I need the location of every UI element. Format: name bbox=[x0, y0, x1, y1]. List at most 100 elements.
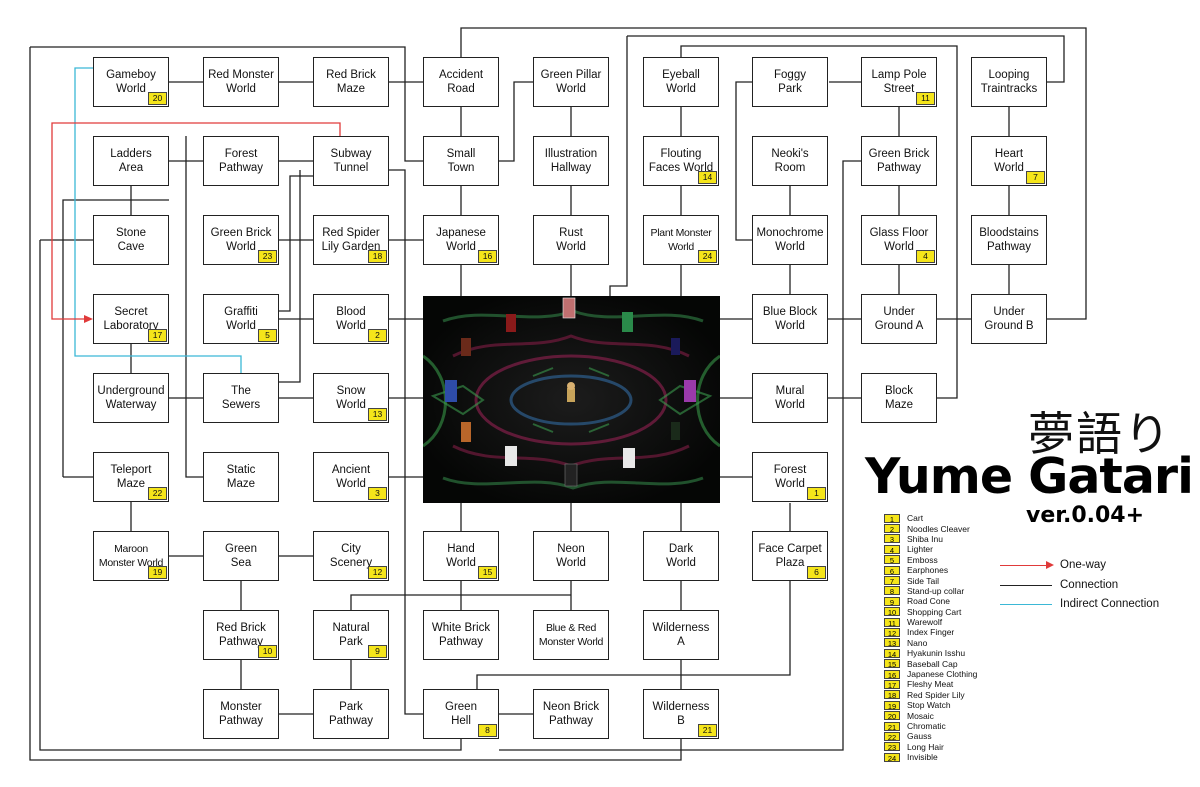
world-label: Stone Cave bbox=[115, 227, 147, 253]
effect-number: 16 bbox=[884, 669, 900, 680]
world-label: Teleport Maze bbox=[110, 464, 152, 490]
world-label: Neoki's Room bbox=[771, 148, 809, 174]
world-label: Rust World bbox=[556, 227, 586, 253]
world-label: City Scenery bbox=[329, 543, 373, 569]
world-node-small-town: Small Town bbox=[423, 136, 499, 186]
effect-badge: 23 bbox=[258, 250, 277, 263]
world-label: Under Ground A bbox=[874, 306, 924, 332]
world-node-green-sea: Green Sea bbox=[203, 531, 279, 581]
world-node-red-brick-maze: Red Brick Maze bbox=[313, 57, 389, 107]
effect-name: Road Cone bbox=[907, 596, 951, 607]
world-label: Monochrome World bbox=[756, 227, 824, 253]
effect-number: 8 bbox=[884, 586, 900, 596]
effect-number: 10 bbox=[884, 607, 900, 617]
world-node-monster-pathway: Monster Pathway bbox=[203, 689, 279, 739]
effect-badge: 2 bbox=[368, 329, 387, 342]
world-label: Green Hell bbox=[445, 701, 477, 727]
world-node-neon: Neon World bbox=[533, 531, 609, 581]
world-node-neon-brick: Neon Brick Pathway bbox=[533, 689, 609, 739]
effect-name: Chromatic bbox=[907, 721, 946, 731]
world-node-under-a: Under Ground A bbox=[861, 294, 937, 344]
world-label: Looping Traintracks bbox=[980, 69, 1038, 95]
world-label: Wilderness A bbox=[652, 622, 710, 648]
world-label: Heart World bbox=[994, 148, 1024, 174]
effect-number: 19 bbox=[884, 700, 900, 711]
world-label: Block Maze bbox=[884, 385, 914, 411]
world-label: Bloodstains Pathway bbox=[979, 227, 1039, 253]
world-label: Foggy Park bbox=[774, 69, 806, 95]
effect-number: 6 bbox=[884, 565, 900, 576]
effect-number: 14 bbox=[884, 648, 900, 659]
world-node-neoki-room: Neoki's Room bbox=[752, 136, 828, 186]
world-label: Face Carpet Plaza bbox=[758, 543, 822, 569]
effect-badge: 7 bbox=[1026, 171, 1045, 184]
world-node-forest-pathway: Forest Pathway bbox=[203, 136, 279, 186]
effect-row: 12 Index Finger bbox=[884, 627, 1024, 638]
world-label: Blue & Red Monster World bbox=[538, 622, 604, 648]
effect-badge: 5 bbox=[258, 329, 277, 342]
effect-badge: 9 bbox=[368, 645, 387, 658]
world-label: Green Brick Pathway bbox=[868, 148, 930, 174]
world-label: Secret Laboratory bbox=[103, 306, 159, 332]
effect-name: Fleshy Meat bbox=[907, 679, 954, 690]
world-label: Mural World bbox=[775, 385, 805, 411]
effect-badge: 6 bbox=[807, 566, 826, 579]
world-label: Snow World bbox=[336, 385, 366, 411]
effect-number: 12 bbox=[884, 627, 900, 638]
world-node-illustration: Illustration Hallway bbox=[533, 136, 609, 186]
world-node-rust: Rust World bbox=[533, 215, 609, 265]
effect-number: 15 bbox=[884, 659, 900, 669]
effect-badge: 11 bbox=[916, 92, 935, 105]
effect-name: Baseball Cap bbox=[907, 658, 958, 669]
effect-badge: 3 bbox=[368, 487, 387, 500]
effect-number: 13 bbox=[884, 638, 900, 648]
world-label: Natural Park bbox=[332, 622, 370, 648]
world-label: Small Town bbox=[446, 148, 476, 174]
world-label: The Sewers bbox=[221, 385, 261, 411]
effect-name: Long Hair bbox=[907, 741, 944, 752]
effect-name: Lighter bbox=[907, 544, 933, 555]
effect-badge: 15 bbox=[478, 566, 497, 579]
world-node-eyeball: Eyeball World bbox=[643, 57, 719, 107]
effect-number: 11 bbox=[884, 617, 900, 628]
world-node-stone-cave: Stone Cave bbox=[93, 215, 169, 265]
effect-badge: 19 bbox=[148, 566, 167, 579]
world-label: Lamp Pole Street bbox=[871, 69, 927, 95]
effect-badge: 4 bbox=[916, 250, 935, 263]
effect-badge: 12 bbox=[368, 566, 387, 579]
arrow-line-icon bbox=[1000, 561, 1054, 569]
world-label: Park Pathway bbox=[328, 701, 374, 727]
world-label: Japanese World bbox=[436, 227, 486, 253]
world-node-dark: Dark World bbox=[643, 531, 719, 581]
world-label: Glass Floor World bbox=[869, 227, 929, 253]
legend-label: One-way bbox=[1060, 559, 1107, 571]
world-node-block-maze: Block Maze bbox=[861, 373, 937, 423]
effect-number: 22 bbox=[884, 731, 900, 742]
effect-name: Shopping Cart bbox=[907, 606, 962, 617]
world-node-bloodstains: Bloodstains Pathway bbox=[971, 215, 1047, 265]
effect-name: Shiba Inu bbox=[907, 533, 943, 544]
effect-name: Index Finger bbox=[907, 627, 955, 638]
